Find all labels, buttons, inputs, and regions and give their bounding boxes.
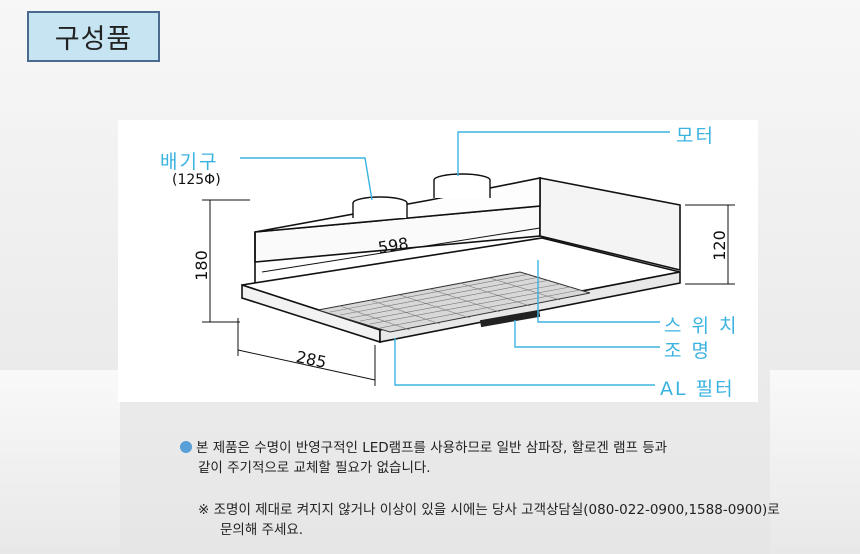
callout-exhaust: 배기구: [160, 151, 219, 173]
note-contact-line2: 문의해 주세요.: [220, 522, 304, 538]
callout-motor: 모터: [676, 125, 715, 147]
dimension-height-body: 120: [709, 230, 729, 261]
note-led-line1: 본 제품은 수명이 반영구적인 LED램프를 사용하므로 일반 삼파장, 할로겐…: [196, 440, 668, 456]
note-led-line2: 같이 주기적으로 교체할 필요가 없습니다.: [198, 460, 431, 476]
dimension-height-total: 180: [191, 250, 211, 281]
note-led: 본 제품은 수명이 반영구적인 LED램프를 사용하므로 일반 삼파장, 할로겐…: [180, 438, 820, 458]
bullet-icon: [180, 441, 192, 453]
background-panel-left: [0, 370, 120, 554]
section-title: 구성품: [27, 11, 160, 62]
filter-mesh: [317, 271, 591, 333]
callout-exhaust-size: (125Φ): [172, 172, 221, 188]
background-panel-right: [770, 370, 860, 554]
callout-light: 조 명: [664, 340, 711, 362]
callout-filter: AL 필터: [660, 378, 735, 400]
note-contact-line1: ※ 조명이 제대로 켜지지 않거나 이상이 있을 시에는 당사 고객상담실(08…: [198, 502, 780, 518]
switch-panel: [479, 309, 541, 328]
hood-back-side: [539, 177, 681, 272]
dimension-lines: [202, 199, 735, 386]
callout-switch: 스 위 치: [664, 315, 739, 337]
motor-cylinders: [352, 173, 491, 218]
callout-leaders: [240, 131, 670, 386]
